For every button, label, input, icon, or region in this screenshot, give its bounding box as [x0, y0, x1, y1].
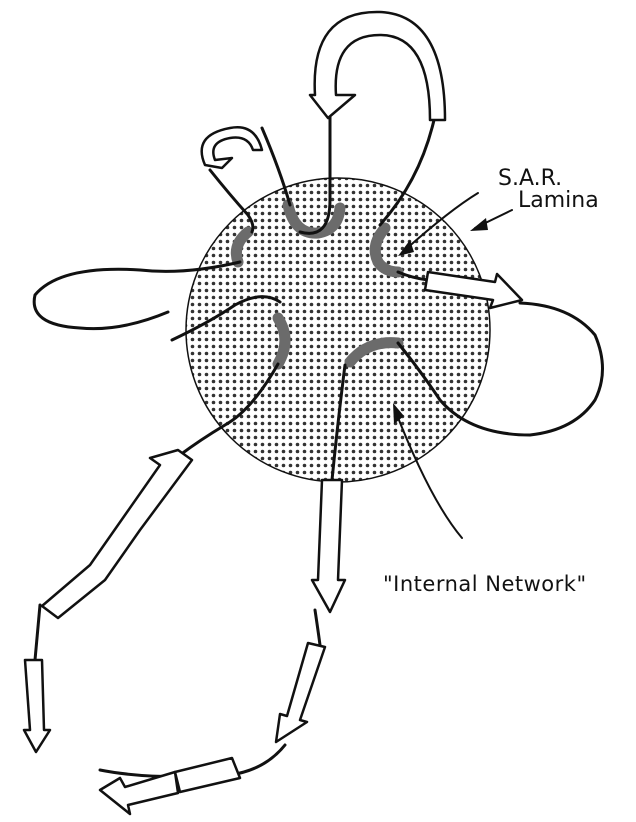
lamina-pointer-arrowhead [470, 218, 488, 231]
internal-network-label: "Internal Network" [383, 572, 587, 596]
arrow-lower-bottom [175, 758, 240, 792]
arrow-lower-bottom-left [100, 772, 178, 814]
loop-lower-strand-3 [35, 605, 40, 660]
loop-lower-strand-2 [315, 610, 320, 645]
arrow-bottom-center [312, 480, 345, 612]
arrow-small-loop [202, 127, 262, 168]
arrow-lower-right-up [276, 643, 325, 742]
lamina-label: Lamina [518, 188, 599, 213]
arrow-top-arc [310, 12, 445, 120]
arrow-lower-upper [42, 450, 192, 618]
arrow-lower-left [24, 660, 50, 752]
